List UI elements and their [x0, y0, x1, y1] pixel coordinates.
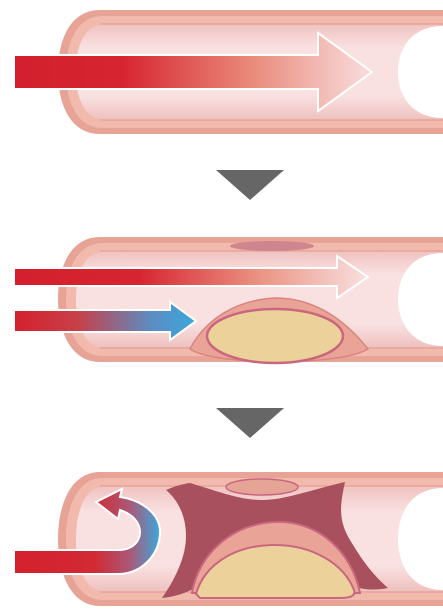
down-triangle-icon — [216, 408, 284, 438]
panel-healthy-artery — [14, 10, 443, 134]
upper-wall-thickening — [226, 479, 298, 495]
panel-narrowed-artery — [14, 237, 443, 363]
down-triangle-icon — [216, 170, 284, 200]
wall-thickening — [230, 241, 314, 251]
plaque-deposit — [207, 309, 343, 363]
panel-blocked-artery — [14, 472, 443, 606]
